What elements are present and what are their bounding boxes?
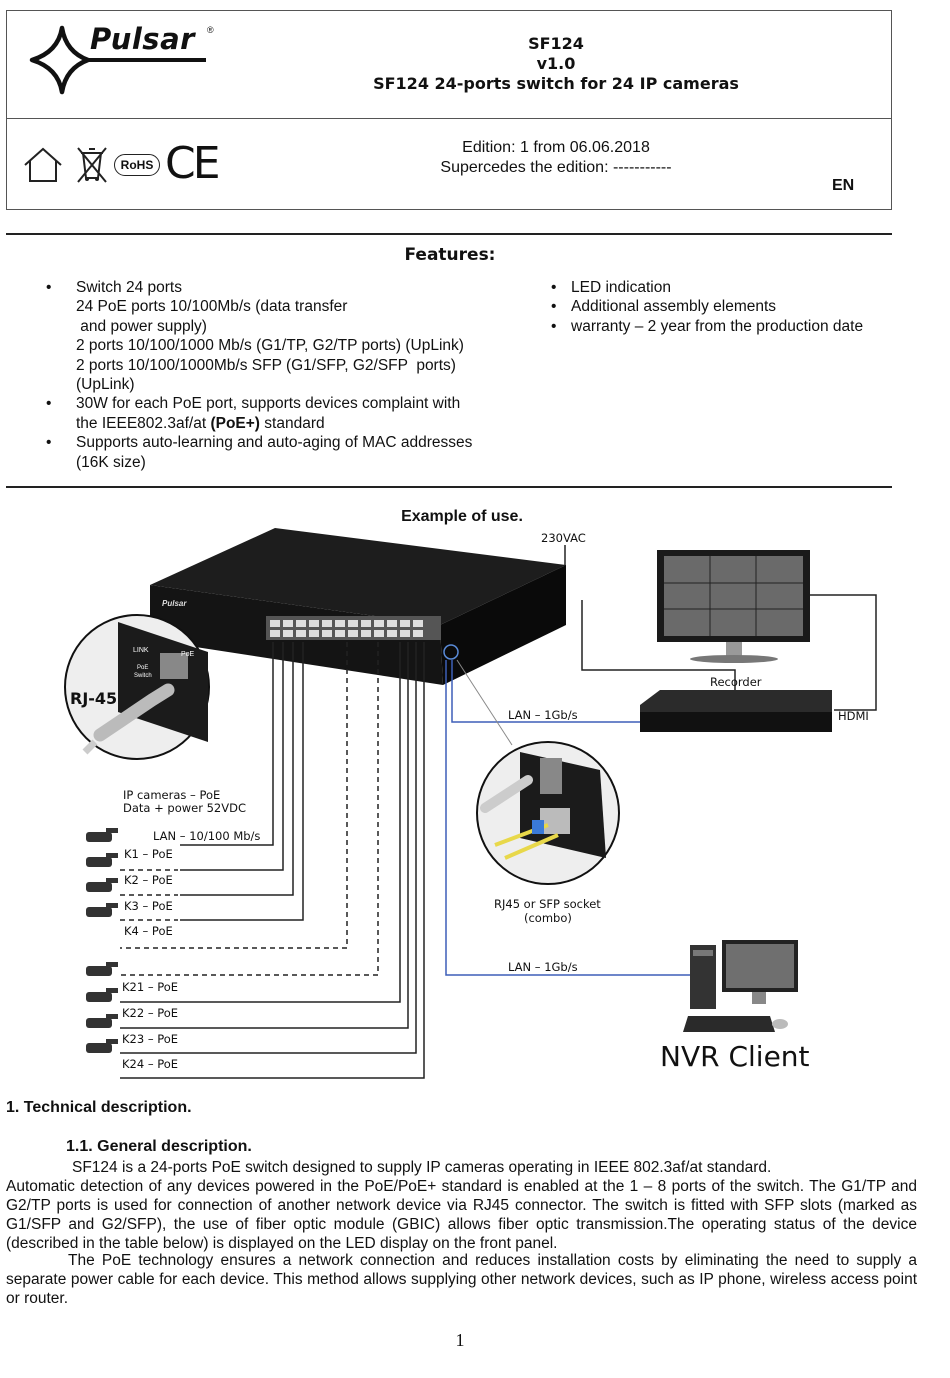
features-top-rule: [6, 233, 892, 235]
feature-item: warranty – 2 year from the production da…: [549, 317, 909, 337]
feature-item: Supports auto-learning and auto-aging of…: [6, 433, 526, 472]
camera-label: K1 – PoE: [124, 847, 173, 861]
feature-line: 30W for each PoE port, supports devices …: [76, 395, 461, 413]
page-number: 1: [455, 1330, 465, 1350]
zoom-switch-label-2: Switch: [134, 673, 152, 679]
monitor-device: [657, 550, 810, 663]
power-label: 230VAC: [541, 531, 586, 545]
camera-label: K3 – PoE: [124, 899, 173, 913]
zoom-switch-label-1: PoE: [137, 665, 148, 671]
doc-title: SF124 24-ports switch for 24 IP cameras: [373, 74, 739, 93]
paragraph-poe: The PoE technology ensures a network con…: [6, 1251, 917, 1308]
cams-label-1: IP cameras – PoE: [123, 788, 220, 802]
hdmi-cable: [810, 594, 877, 711]
combo-label-2: (combo): [524, 911, 572, 925]
paragraph-detection: Automatic detection of any devices power…: [6, 1178, 917, 1252]
brand-name: Pulsar: [90, 22, 195, 56]
camera-icon: [86, 878, 118, 892]
camera-label: K23 – PoE: [122, 1032, 178, 1046]
zoom-link-label: LINK: [133, 647, 149, 654]
rj45-label: RJ-45: [70, 689, 117, 708]
features-left-list: Switch 24 ports 24 PoE ports 10/100Mb/s …: [6, 278, 526, 472]
camera-label: K4 – PoE: [124, 924, 173, 938]
hdmi-label: HDMI: [838, 709, 869, 723]
section-heading: 1. Technical description.: [6, 1099, 192, 1116]
camera-icon: [86, 962, 118, 976]
camera-icon: [86, 1014, 118, 1028]
camera-icons: [86, 828, 118, 1053]
camera-icon: [86, 853, 118, 867]
camera-label: K2 – PoE: [124, 873, 173, 887]
lan-client-label: LAN – 1Gb/s: [508, 960, 578, 974]
paragraph-intro: SF124 is a 24-ports PoE switch designed …: [72, 1159, 772, 1176]
header-box: [6, 10, 892, 210]
nvr-client-device: [683, 940, 798, 1032]
poe-plus-emphasis: (PoE+): [210, 414, 260, 432]
rohs-text: RoHS: [120, 158, 154, 172]
language-code: EN: [832, 177, 855, 194]
lan-recorder-cable: [451, 660, 640, 723]
camera-icon: [86, 988, 118, 1002]
paragraph-poe-text: The PoE technology ensures a network con…: [6, 1252, 917, 1307]
camera-cables: [120, 642, 425, 1079]
feature-line: Supports auto-learning and auto-aging of…: [76, 434, 473, 452]
edition-supercedes: Supercedes the edition: -----------: [440, 159, 672, 176]
nvr-client-label: NVR Client: [660, 1040, 810, 1073]
lan-client-cable: [445, 660, 690, 976]
logo-underline: [88, 58, 206, 62]
switch-device: [150, 528, 566, 685]
features-heading: Features:: [404, 245, 496, 265]
features-bottom-rule: [6, 486, 892, 488]
registered-mark: ®: [207, 25, 214, 35]
doc-version: v1.0: [536, 54, 576, 73]
recorder-device: [640, 690, 832, 732]
feature-line: Switch 24 ports: [76, 279, 182, 296]
feature-item: LED indication: [549, 278, 909, 298]
feature-line: 2 ports 10/100/1000Mb/s SFP (G1/SFP, G2/…: [76, 356, 456, 374]
camera-icon: [86, 828, 118, 842]
lan-recorder-label: LAN – 1Gb/s: [508, 708, 578, 722]
weee-bin-icon: [77, 147, 107, 183]
rohs-badge: RoHS: [114, 154, 160, 176]
camera-label: K24 – PoE: [122, 1057, 178, 1071]
lan-cams-label: LAN – 10/100 Mb/s: [153, 829, 260, 843]
rj45-zoom: [64, 614, 210, 760]
feature-item: Switch 24 ports 24 PoE ports 10/100Mb/s …: [6, 278, 526, 394]
camera-icon: [86, 903, 118, 917]
feature-line: (16K size): [76, 453, 146, 471]
pulsar-logo-icon: [29, 25, 91, 95]
feature-line: and power supply): [76, 317, 207, 335]
feature-item: Additional assembly elements: [549, 297, 909, 317]
indoor-use-icon: [24, 147, 62, 182]
network-diagram: 230VAC Pulsar LINK PoE PoE Switch RJ-45: [64, 528, 877, 1079]
features-right-list: LED indication Additional assembly eleme…: [549, 278, 909, 337]
feature-line: 2 ports 10/100/1000 Mb/s (G1/TP, G2/TP p…: [76, 337, 464, 355]
zoom-poe-label: PoE: [181, 651, 195, 658]
feature-line: 24 PoE ports 10/100Mb/s (data transfer: [76, 298, 348, 316]
subsection-heading: 1.1. General description.: [66, 1138, 252, 1155]
diagram-title: Example of use.: [401, 508, 523, 525]
camera-label: K22 – PoE: [122, 1006, 178, 1020]
camera-icon: [86, 1039, 118, 1053]
edition-date: Edition: 1 from 06.06.2018: [462, 139, 650, 156]
ce-mark: CE: [165, 138, 221, 189]
combo-zoom: [476, 741, 620, 885]
recorder-label: Recorder: [710, 675, 762, 689]
feature-line: the IEEE802.3af/at (PoE+) standard: [76, 414, 325, 432]
header-divider: [6, 118, 891, 119]
camera-label: K21 – PoE: [122, 980, 178, 994]
feature-item: 30W for each PoE port, supports devices …: [6, 394, 526, 433]
cams-label-2: Data + power 52VDC: [123, 801, 246, 815]
doc-model: SF124: [528, 34, 584, 53]
switch-brand-label: Pulsar: [162, 599, 187, 608]
combo-label-1: RJ45 or SFP socket: [494, 897, 601, 911]
feature-line: (UpLink): [76, 376, 135, 394]
